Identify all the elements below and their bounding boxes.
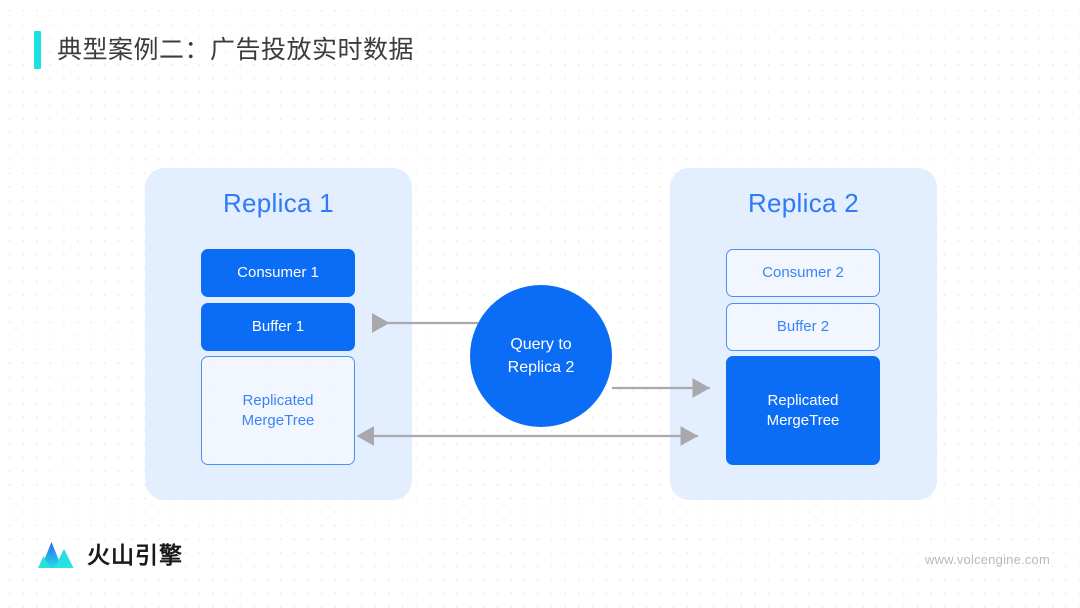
mergetree-1-line1: Replicated <box>242 391 314 409</box>
replica-2-panel: Replica 2 Consumer 2 Buffer 2 Replicated… <box>670 168 937 500</box>
arrow-circle-to-buffer1 <box>372 313 478 333</box>
node-buffer-1-label: Buffer 1 <box>251 318 305 335</box>
node-buffer-2[interactable]: Buffer 2 <box>726 303 880 351</box>
query-to-replica-2-node[interactable]: Query to Replica 2 <box>470 285 612 427</box>
brand-name: 火山引擎 <box>87 541 183 568</box>
mergetree-2-line1: Replicated <box>767 391 839 409</box>
node-buffer-2-label: Buffer 2 <box>776 318 830 335</box>
node-replicated-mergetree-1[interactable]: Replicated MergeTree <box>201 356 355 465</box>
mergetree-2-line2: MergeTree <box>766 411 840 429</box>
node-replicated-mergetree-1-label: Replicated MergeTree <box>242 391 315 431</box>
node-consumer-1-label: Consumer 1 <box>237 264 319 281</box>
page-title: 典型案例二：广告投放实时数据 <box>34 30 414 70</box>
query-circle-line2: Replica 2 <box>507 359 575 376</box>
replica-1-panel: Replica 1 Consumer 1 Buffer 1 Replicated… <box>145 168 412 500</box>
node-consumer-2[interactable]: Consumer 2 <box>726 249 880 297</box>
arrow-circle-to-mergetree2 <box>612 378 710 398</box>
node-consumer-2-label: Consumer 2 <box>762 264 844 281</box>
arrow-mergetree1-mergetree2-bidirectional <box>356 426 698 446</box>
title-text: 典型案例二：广告投放实时数据 <box>57 36 415 64</box>
replica-1-title: Replica 1 <box>222 188 335 218</box>
brand-logo: 火山引擎 <box>38 537 183 573</box>
node-buffer-1[interactable]: Buffer 1 <box>201 303 355 351</box>
volcano-mountain-icon <box>38 542 74 568</box>
query-circle-line1: Query to <box>510 336 572 353</box>
replica-2-title: Replica 2 <box>747 188 860 218</box>
mergetree-1-line2: MergeTree <box>241 411 315 429</box>
title-accent-bar <box>34 31 41 69</box>
node-replicated-mergetree-2-label: Replicated MergeTree <box>767 391 840 431</box>
node-replicated-mergetree-2[interactable]: Replicated MergeTree <box>726 356 880 465</box>
node-consumer-1[interactable]: Consumer 1 <box>201 249 355 297</box>
footer-url: www.volcengine.com <box>925 552 1050 567</box>
